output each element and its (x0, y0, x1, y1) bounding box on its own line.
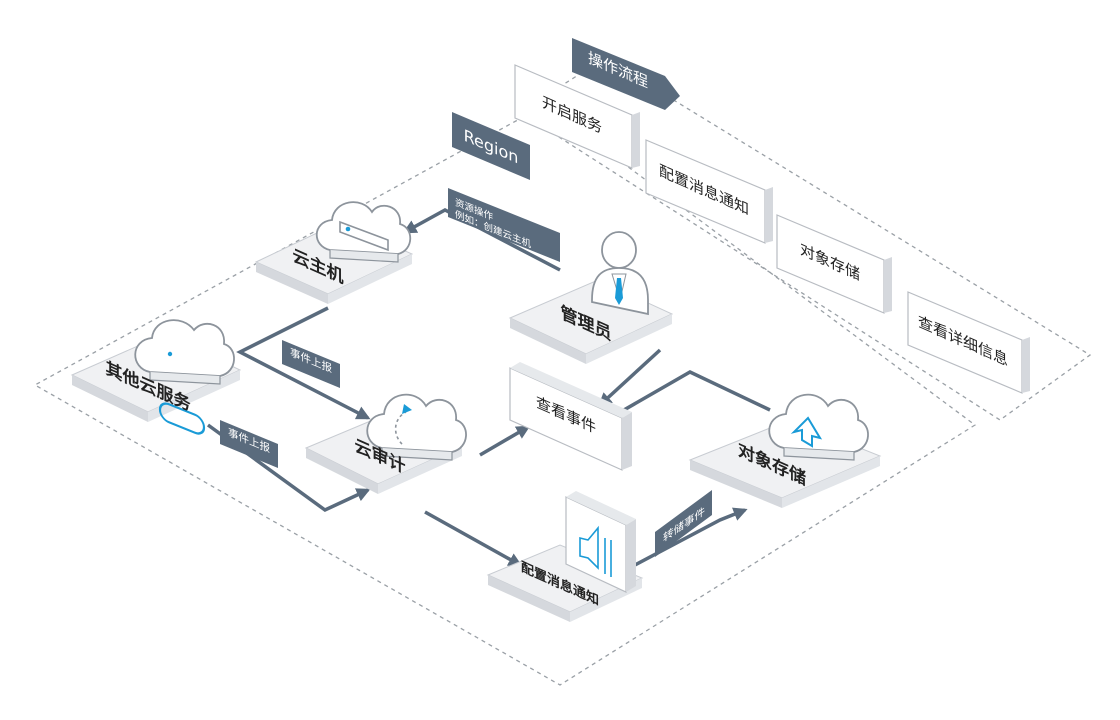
resource-op-tag: 资源操作 例如：创建云主机 (448, 188, 560, 262)
step-panel-3: 对象存储 (776, 214, 892, 314)
step-panel-1: 开启服务 (514, 64, 640, 169)
arrow-admin-to-view (597, 348, 662, 407)
region-boundary (33, 104, 977, 686)
dump-events-tag: 转储事件 (655, 490, 712, 557)
cloud-server-icon (315, 201, 412, 263)
admin-person-icon (591, 231, 649, 316)
cloud-service-icon (134, 319, 235, 435)
arrow-host-to-audit (236, 306, 371, 420)
arrow-storage-to-view (607, 370, 771, 420)
event-report-tag-2: 事件上报 (220, 420, 278, 468)
arrow-audit-to-notify (424, 510, 523, 567)
step-panel-4: 查看详细信息 (907, 291, 1030, 394)
cloud-audit-node: 云审计 (304, 393, 467, 494)
cloud-audit-icon (366, 393, 467, 461)
speaker-icon (565, 491, 636, 593)
cloud-upload-icon (768, 393, 869, 461)
other-services-node: 其他云服务 (70, 319, 242, 435)
region-tag: Region (452, 112, 530, 180)
cloud-host-node: 云主机 (254, 201, 414, 304)
notification-node: 配置消息通知 (486, 491, 644, 622)
admin-node: 管理员 (508, 231, 674, 364)
object-storage-node: 对象存储 (688, 393, 882, 508)
view-events-node: 查看事件 (509, 362, 632, 471)
step-panel-2: 配置消息通知 (645, 139, 773, 244)
arrow-admin-to-host (402, 208, 561, 272)
arrow-audit-to-view (479, 425, 531, 457)
event-report-tag-1: 事件上报 (282, 340, 340, 388)
